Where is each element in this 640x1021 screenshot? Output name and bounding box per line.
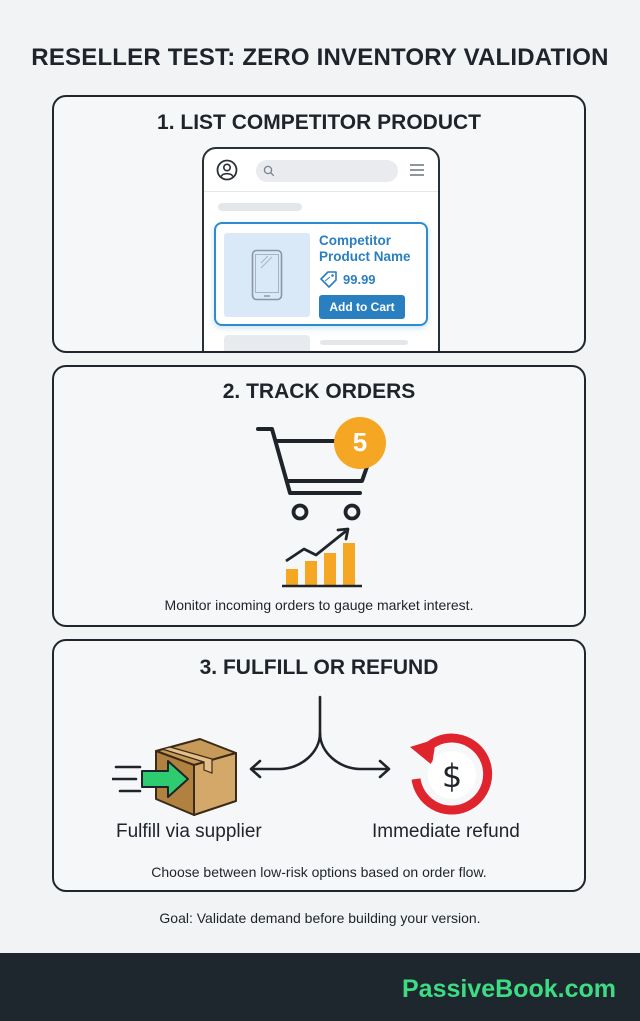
svg-text:$: $ [442,757,462,795]
placeholder-bar [218,203,302,211]
goal-text: Goal: Validate demand before building yo… [159,910,481,926]
user-avatar-icon[interactable] [216,159,238,181]
growth-chart-icon [282,527,362,588]
price-value: 99.99 [343,271,376,287]
product-price: 99.99 [319,270,376,288]
placeholder-line [320,340,408,345]
step-1-title: 1. LIST COMPETITOR PRODUCT [157,111,481,134]
menu-icon[interactable] [410,164,424,176]
phone-top-bar [204,149,438,192]
decision-fork-icon [249,695,391,779]
footer: PassiveBook.com [0,953,640,1021]
price-tag-icon [320,271,337,288]
shipping-box-icon [112,738,237,816]
refund-icon: $ [410,733,493,815]
step-2-title: 2. TRACK ORDERS [222,380,416,403]
step-3-card: 3. FULFILL OR REFUND $ Fulfill via suppl… [52,639,586,892]
product-card[interactable]: Competitor Product Name 99.99 Add to Car… [214,222,428,326]
step-2-card: 2. TRACK ORDERS 5 Monitor incoming order… [52,365,586,627]
fulfill-option-label: Fulfill via supplier [116,821,262,842]
tablet-icon [251,249,283,301]
add-to-cart-button[interactable]: Add to Cart [319,295,405,319]
step-3-caption: Choose between low-risk options based on… [151,864,487,880]
step-2-caption: Monitor incoming orders to gauge market … [164,597,474,613]
product-name: Competitor Product Name [319,233,411,264]
placeholder-block [224,335,310,351]
step-3-title: 3. FULFILL OR REFUND [199,656,439,679]
step-1-card: 1. LIST COMPETITOR PRODUCT [52,95,586,353]
refund-option-label: Immediate refund [372,821,520,842]
brand-link[interactable]: PassiveBook.com [402,975,616,1003]
product-image [224,233,310,317]
search-input[interactable] [256,160,398,182]
search-icon [263,165,275,177]
order-count-badge [334,417,386,469]
order-count: 5 [352,427,368,457]
page-title: RESELLER TEST: ZERO INVENTORY VALIDATION [31,44,609,71]
phone-mockup: Competitor Product Name 99.99 Add to Car… [202,147,440,351]
